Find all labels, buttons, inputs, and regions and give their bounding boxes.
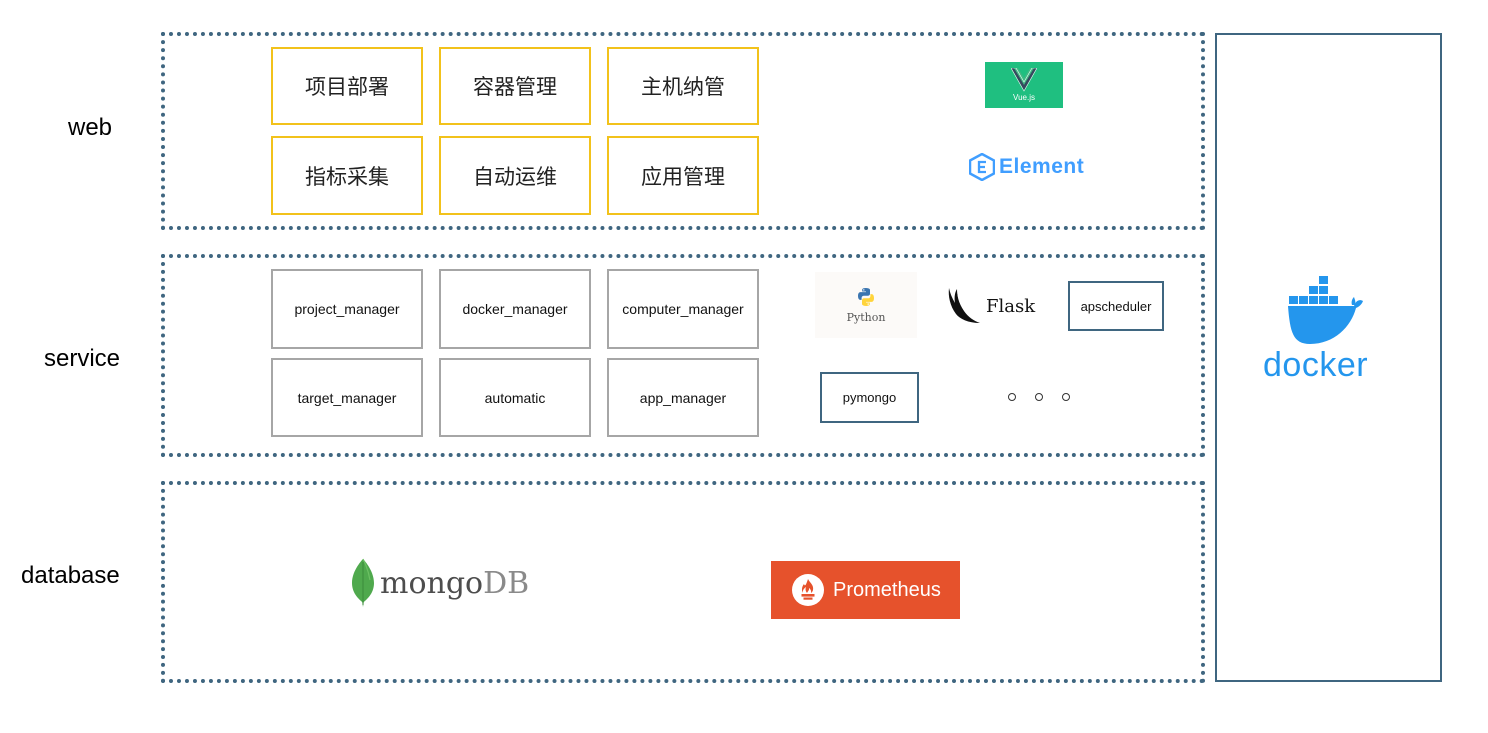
service-app-manager: app_manager xyxy=(607,358,759,437)
service-target-manager: target_manager xyxy=(271,358,423,437)
flask-icon xyxy=(948,288,980,323)
prometheus-logo-text: Prometheus xyxy=(833,578,941,601)
python-logo: Python xyxy=(815,272,917,338)
apscheduler-box: apscheduler xyxy=(1068,281,1164,331)
pymongo-box: pymongo xyxy=(820,372,919,423)
layer-label-database: database xyxy=(21,562,120,589)
docker-whale-icon xyxy=(1287,276,1363,344)
feature-metric-collection: 指标采集 xyxy=(271,136,423,215)
mongodb-leaf-icon xyxy=(352,558,374,607)
mongodb-logo: mongoDB xyxy=(350,558,529,608)
python-icon xyxy=(858,287,874,306)
service-project-manager: project_manager xyxy=(271,269,423,349)
prometheus-logo: Prometheus xyxy=(771,561,960,619)
feature-project-deploy: 项目部署 xyxy=(271,47,423,125)
python-logo-text: Python xyxy=(846,310,886,324)
layer-label-web: web xyxy=(68,114,113,141)
flask-logo: Flask xyxy=(944,286,1035,326)
element-logo-text: Element xyxy=(999,155,1085,178)
ellipsis-dot xyxy=(1008,393,1016,401)
prometheus-flame-icon xyxy=(792,574,824,606)
feature-container-management: 容器管理 xyxy=(439,47,591,125)
ellipsis-dot xyxy=(1062,393,1070,401)
feature-auto-ops: 自动运维 xyxy=(439,136,591,215)
element-icon xyxy=(969,153,995,181)
service-automatic: automatic xyxy=(439,358,591,437)
web-layer-box xyxy=(161,32,1205,230)
vue-logo: Vue.js xyxy=(985,62,1063,108)
docker-logo: docker xyxy=(1263,272,1368,385)
more-ellipsis xyxy=(1008,393,1070,401)
service-computer-manager: computer_manager xyxy=(607,269,759,349)
vue-logo-text: Vue.js xyxy=(1013,93,1035,102)
ellipsis-dot xyxy=(1035,393,1043,401)
service-docker-manager: docker_manager xyxy=(439,269,591,349)
mongodb-suffix: DB xyxy=(483,565,530,601)
docker-logo-text: docker xyxy=(1263,346,1369,384)
mongodb-logo-text: mongoDB xyxy=(380,566,529,601)
layer-label-service: service xyxy=(44,345,121,372)
docker-layer-box xyxy=(1215,33,1442,682)
vue-icon xyxy=(1011,68,1037,92)
database-layer-box xyxy=(161,481,1205,683)
feature-app-management: 应用管理 xyxy=(607,136,759,215)
service-layer-box xyxy=(161,254,1205,457)
flask-logo-text: Flask xyxy=(986,295,1036,317)
mongodb-name: mongo xyxy=(380,565,484,601)
feature-host-management: 主机纳管 xyxy=(607,47,759,125)
element-logo: Element xyxy=(969,153,1084,181)
